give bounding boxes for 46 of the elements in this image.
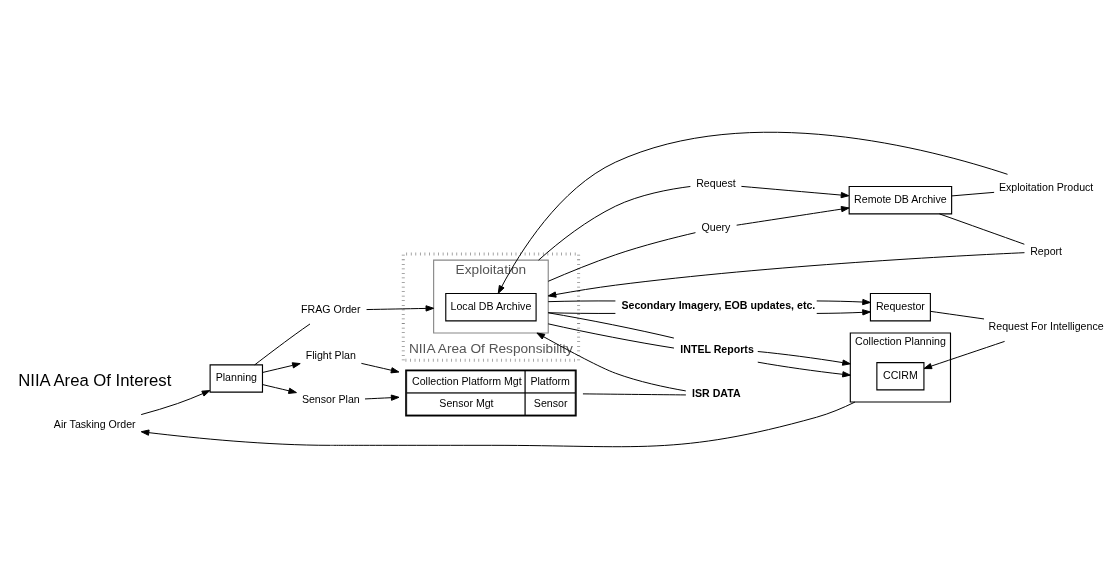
arrow xyxy=(366,304,435,312)
arrow xyxy=(536,332,687,391)
node-text: Secondary Imagery, EOB updates, etc. xyxy=(621,298,816,311)
connector xyxy=(538,185,691,261)
node-box: Planning xyxy=(209,363,264,393)
arrow xyxy=(740,185,850,198)
connector xyxy=(547,311,616,314)
connector xyxy=(582,392,687,395)
node-text: ISR DATA xyxy=(692,386,741,399)
arrow xyxy=(816,308,871,315)
arrow xyxy=(736,205,850,226)
connector xyxy=(547,231,696,282)
node-box: Requestor xyxy=(869,292,931,321)
node-text: Exploitation Product xyxy=(998,180,1094,193)
connector xyxy=(547,299,616,302)
arrow xyxy=(816,298,871,305)
node-text: INTEL Reports xyxy=(680,342,754,355)
node-box: Remote DB Archive xyxy=(848,185,953,214)
node-text: FRAG Order xyxy=(301,302,361,315)
node-text: Request For Intelligence xyxy=(988,319,1104,332)
connector xyxy=(930,310,985,319)
arrow xyxy=(262,383,297,394)
arrow xyxy=(140,389,211,415)
arrow xyxy=(140,401,856,447)
connector xyxy=(938,212,1025,245)
node-box: Local DB Archive xyxy=(445,292,537,321)
node-text: Flight Plan xyxy=(305,348,356,361)
arrow xyxy=(364,394,400,401)
arrow xyxy=(757,350,851,366)
node-text: Air Tasking Order xyxy=(53,417,136,430)
node-text: Sensor Plan xyxy=(301,392,360,405)
connector xyxy=(951,191,995,196)
connector xyxy=(254,322,311,365)
arrow xyxy=(262,361,301,373)
arrow xyxy=(497,131,1008,294)
arrow xyxy=(923,340,1006,369)
node-text: Request xyxy=(696,176,736,189)
arrow xyxy=(547,251,1025,298)
label: NIIA Area Of Interest xyxy=(18,370,172,390)
connector xyxy=(547,322,675,349)
node-text: Report xyxy=(1030,244,1063,257)
arrow xyxy=(757,361,851,377)
node-box: CCIRM xyxy=(876,361,925,390)
arrow xyxy=(360,362,400,373)
node-text: Query xyxy=(701,220,731,233)
connector xyxy=(547,311,675,339)
